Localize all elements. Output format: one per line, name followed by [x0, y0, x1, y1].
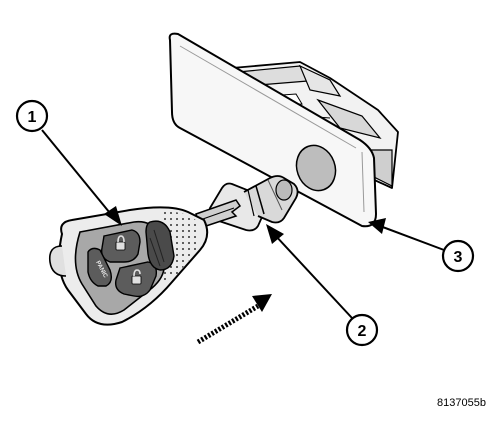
key-ring-lug [48, 245, 67, 277]
unlock-icon [131, 269, 142, 285]
callout-2-leader [273, 233, 353, 319]
callout-1-leader [41, 129, 115, 219]
callout-1-number: 1 [28, 109, 37, 126]
callout-2: 2 [266, 224, 379, 347]
callout-3-number: 3 [454, 249, 463, 266]
figure-code: 8137055b [437, 397, 486, 409]
panic-button: PANIC [87, 247, 113, 287]
callout-3-leader [379, 225, 445, 251]
key-fob: PANIC [48, 206, 209, 326]
lock-button [100, 229, 141, 263]
callout-3-circle [441, 239, 475, 273]
key-slot-opening [295, 144, 337, 192]
lock-icon [115, 235, 126, 251]
key-cylinder-bezel [208, 175, 299, 232]
ignition-switch-housing [168, 32, 399, 228]
callout-1-circle [15, 99, 49, 133]
callout-1: 1 [15, 99, 122, 226]
fob-oval-button [145, 220, 175, 271]
callout-2-circle [345, 313, 379, 347]
callout-3: 3 [368, 218, 475, 273]
insertion-direction-arrow [196, 294, 272, 345]
callout-2-number: 2 [358, 323, 367, 340]
